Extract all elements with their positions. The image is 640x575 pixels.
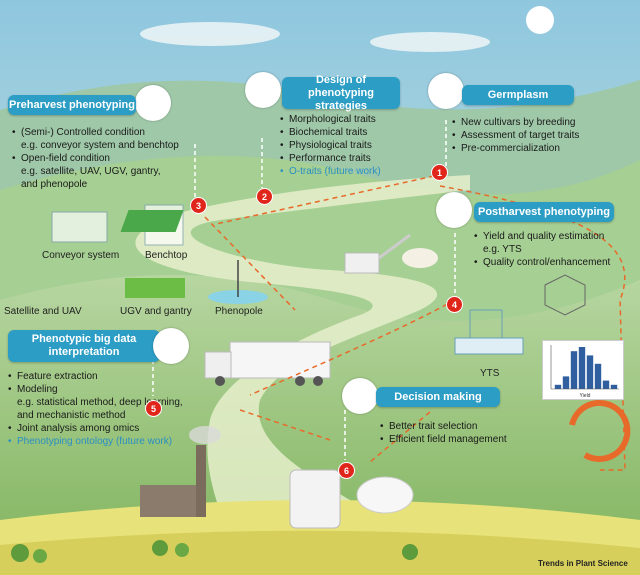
list-item: Quality control/enhancement	[474, 256, 634, 269]
grain-bowl-icon	[356, 476, 414, 514]
ugv-field-icon	[125, 278, 185, 298]
postharvest-icon	[436, 192, 472, 228]
list-item: Morphological traits	[280, 113, 445, 126]
search-icon	[153, 328, 189, 364]
step-marker-6: 6	[338, 462, 355, 479]
decision-list: Better trait selection Efficient field m…	[380, 420, 540, 446]
list-item: e.g. statistical method, deep learning,	[17, 397, 183, 408]
histogram-bar	[610, 384, 618, 389]
list-item: e.g. satellite, UAV, UGV, gantry,	[21, 166, 161, 177]
list-item: New cultivars by breeding	[452, 116, 622, 129]
histogram-bar	[578, 347, 586, 389]
histogram-bar	[602, 380, 610, 389]
list-item: Biochemical traits	[280, 126, 445, 139]
list-item: Feature extraction	[8, 370, 218, 383]
list-item: (Semi-) Controlled condition	[12, 126, 212, 139]
postharvest-list: Yield and quality estimation e.g. YTS Qu…	[474, 230, 634, 269]
cloud-icon	[370, 32, 490, 52]
list-item: Modeling	[8, 383, 218, 396]
germplasm-list: New cultivars by breeding Assessment of …	[452, 116, 622, 155]
decision-title: Decision making	[376, 387, 500, 407]
list-item: Phenotyping ontology (future work)	[8, 435, 218, 448]
flow-path	[215, 175, 626, 471]
harvester-icon	[344, 252, 380, 274]
ugv-label: UGV and gantry	[120, 306, 192, 317]
list-item: e.g. conveyor system and benchtop	[21, 140, 179, 151]
plot-icon	[120, 210, 184, 232]
step-marker-1: 1	[431, 164, 448, 181]
list-item: Joint analysis among omics	[8, 422, 218, 435]
list-item: Physiological traits	[280, 139, 445, 152]
design-title: Design of phenotyping strategies	[282, 74, 400, 112]
satellite-label: Satellite and UAV	[4, 306, 82, 317]
design-list: Morphological traits Biochemical traits …	[280, 113, 445, 178]
preharvest-title: Preharvest phenotyping	[8, 95, 136, 115]
list-item: Efficient field management	[380, 433, 540, 446]
list-item: e.g. YTS	[483, 244, 522, 255]
histogram-bar	[594, 363, 602, 389]
histogram-bar	[562, 376, 570, 389]
germplasm-title: Germplasm	[462, 85, 574, 105]
histogram-bar	[554, 384, 562, 389]
step-marker-3: 3	[190, 197, 207, 214]
product-bag-icon	[289, 469, 341, 529]
journal-credit: Trends in Plant Science	[538, 559, 628, 568]
list-item: Open-field condition	[12, 152, 212, 165]
bigdata-title: Phenotypic big data interpretation	[8, 330, 160, 362]
yts-icon	[454, 337, 524, 355]
cycle-arrow-icon	[569, 400, 631, 462]
postharvest-title: Postharvest phenotyping	[474, 202, 614, 222]
list-item: and phenopole	[21, 179, 88, 190]
list-item: Yield and quality estimation	[474, 230, 634, 243]
list-item: Better trait selection	[380, 420, 540, 433]
step-marker-4: 4	[446, 296, 463, 313]
conveyor-label: Conveyor system	[42, 250, 120, 261]
greenhouse-icon	[51, 211, 108, 243]
list-item: O-traits (future work)	[280, 165, 445, 178]
preharvest-list: (Semi-) Controlled condition e.g. convey…	[12, 126, 212, 191]
preharvest-icon	[135, 85, 171, 121]
truck-icon	[229, 341, 331, 379]
benchtop-label: Benchtop	[145, 250, 188, 261]
histogram-bar	[570, 351, 578, 389]
chart-xlabel: Yield	[580, 393, 591, 399]
list-item: and mechanistic method	[17, 410, 126, 421]
phenopole-label: Phenopole	[215, 306, 263, 317]
molecule-icon	[544, 274, 586, 316]
flow-path	[204, 216, 456, 463]
cloud-icon	[140, 22, 280, 46]
yield-histogram: Yield	[542, 340, 624, 400]
step-marker-2: 2	[256, 188, 273, 205]
strategy-icon	[245, 72, 281, 108]
list-item: Pre-commercialization	[452, 142, 622, 155]
factory-icon	[140, 485, 202, 517]
bigdata-list: Feature extraction Modeling e.g. statist…	[8, 370, 218, 448]
yts-label: YTS	[480, 368, 500, 379]
decision-icon	[342, 378, 378, 414]
winding-road	[135, 175, 470, 575]
germplasm-icon	[428, 73, 464, 109]
list-item: Assessment of target traits	[452, 129, 622, 142]
step-marker-5: 5	[145, 400, 162, 417]
sun-icon	[526, 6, 554, 34]
histogram-bar	[586, 355, 594, 389]
list-item: Performance traits	[280, 152, 445, 165]
